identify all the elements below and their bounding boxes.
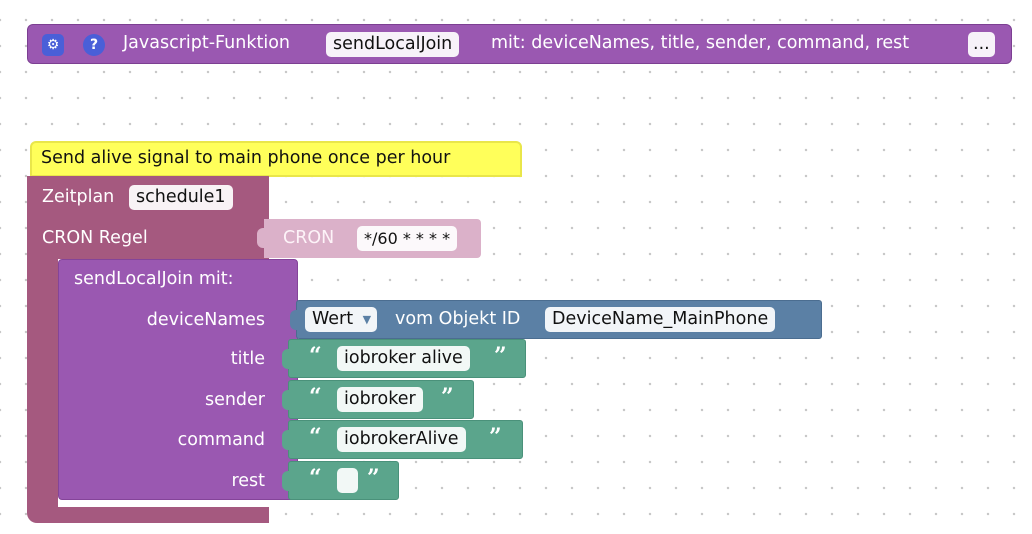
cron-expression-field[interactable]: */60 * * * * (357, 226, 458, 251)
arg-label-devicenames: deviceNames (146, 310, 265, 330)
more-params-button[interactable]: ... (968, 32, 995, 57)
value-type-dropdown-label: Wert (312, 309, 354, 329)
comment-text: Send alive signal to main phone once per… (41, 148, 451, 168)
gear-icon[interactable]: ⚙ (42, 34, 64, 56)
input-connector (257, 228, 267, 248)
text-block-title[interactable]: “ iobroker alive ” (282, 339, 526, 378)
schedule-name-field[interactable]: schedule1 (129, 185, 233, 210)
value-type-dropdown[interactable]: Wert ▼ (305, 307, 378, 332)
text-field-sender[interactable]: iobroker (337, 387, 423, 412)
close-quote-icon: ” (489, 424, 502, 450)
close-quote-icon: ” (494, 343, 507, 369)
arg-label-command: command (177, 430, 265, 450)
open-quote-icon: “ (309, 465, 322, 491)
arg-label-rest: rest (231, 471, 265, 491)
input-connector (290, 310, 300, 330)
input-connector (282, 349, 292, 369)
arg-label-title: title (230, 349, 265, 369)
call-header-label: sendLocalJoin mit: (74, 269, 234, 289)
text-field-command[interactable]: iobrokerAlive (337, 427, 466, 452)
text-block-sender[interactable]: “ iobroker ” (282, 380, 474, 419)
open-quote-icon: “ (309, 384, 322, 410)
close-quote-icon: ” (441, 384, 454, 410)
function-keyword-label: Javascript-Funktion (123, 33, 290, 53)
arg-label-sender: sender (204, 390, 265, 410)
text-field-title[interactable]: iobroker alive (337, 346, 470, 371)
object-id-field[interactable]: DeviceName_MainPhone (545, 307, 776, 332)
chevron-down-icon: ▼ (362, 313, 372, 326)
function-name-field[interactable]: sendLocalJoin (326, 32, 460, 57)
text-block-rest[interactable]: “ ” (282, 461, 399, 500)
comment-box[interactable]: Send alive signal to main phone once per… (30, 141, 522, 177)
cron-block-label: CRON (283, 228, 335, 248)
object-id-label: vom Objekt ID (395, 309, 521, 329)
text-field-rest[interactable] (337, 468, 358, 493)
close-quote-icon: ” (367, 465, 380, 491)
schedule-block[interactable]: Zeitplan schedule1 CRON Regel (27, 176, 269, 523)
input-connector (282, 471, 292, 491)
cron-rule-label: CRON Regel (42, 228, 148, 248)
object-value-block[interactable]: Wert ▼ vom Objekt ID DeviceName_MainPhon… (290, 300, 822, 339)
help-icon[interactable]: ? (83, 34, 105, 56)
input-connector (282, 390, 292, 410)
input-connector (282, 430, 292, 450)
open-quote-icon: “ (309, 424, 322, 450)
function-params-label: mit: deviceNames, title, sender, command… (491, 33, 910, 53)
function-call-block[interactable]: sendLocalJoin mit: deviceNames title sen… (58, 259, 298, 500)
text-block-command[interactable]: “ iobrokerAlive ” (282, 420, 523, 459)
cron-block[interactable]: CRON */60 * * * * (257, 219, 481, 258)
function-definition-block[interactable]: ⚙ ? Javascript-Funktion sendLocalJoin mi… (27, 24, 1012, 64)
schedule-label: Zeitplan (42, 187, 115, 207)
open-quote-icon: “ (309, 343, 322, 369)
